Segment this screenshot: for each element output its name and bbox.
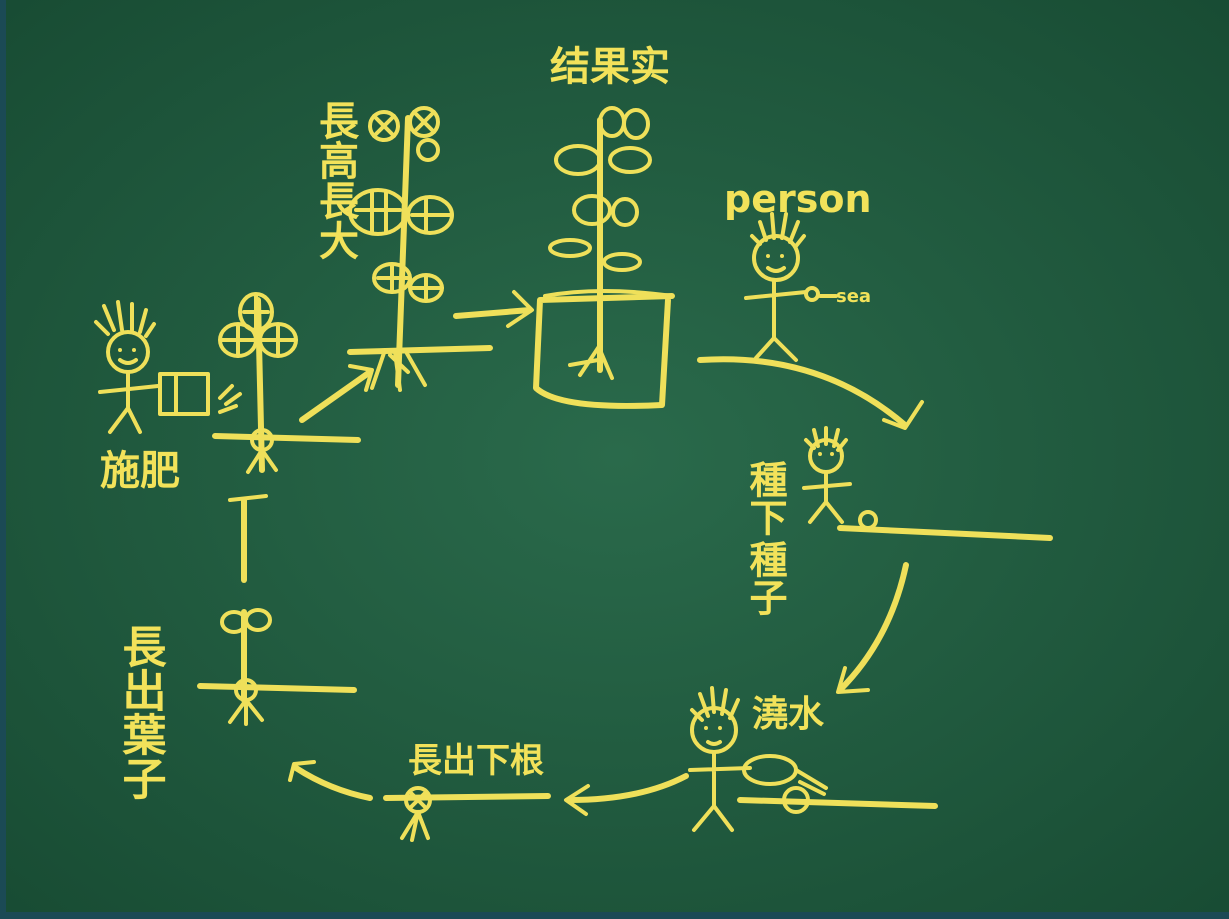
label-plant-seed-2: 種子 [743, 540, 787, 616]
label-plant-seed-1: 種下 [743, 460, 787, 536]
person-with-seed-icon [697, 212, 924, 430]
label-fruit: 结果实 [550, 44, 670, 90]
tall-plant-icon [347, 106, 493, 392]
watering-person-icon [564, 686, 938, 832]
blackboard-surface [6, 0, 1229, 912]
label-person: person [724, 177, 872, 221]
label-seed-tag: sea [836, 286, 871, 307]
fertilizing-person-icon [94, 300, 242, 434]
label-fertilize: 施肥 [100, 448, 180, 494]
cycle-arrows [299, 290, 534, 423]
planting-person-icon [802, 426, 1053, 694]
label-root: 長出下根 [408, 741, 544, 781]
label-leaf: 長出葉子 [115, 624, 168, 800]
seedling-icon [197, 494, 357, 726]
label-grow-tall: 長高長大 [312, 100, 359, 260]
label-water: 澆水 [752, 694, 825, 735]
root-seed-icon [288, 760, 551, 842]
sprout-plant-icon [212, 292, 361, 474]
fruiting-plant-icon [533, 106, 675, 409]
